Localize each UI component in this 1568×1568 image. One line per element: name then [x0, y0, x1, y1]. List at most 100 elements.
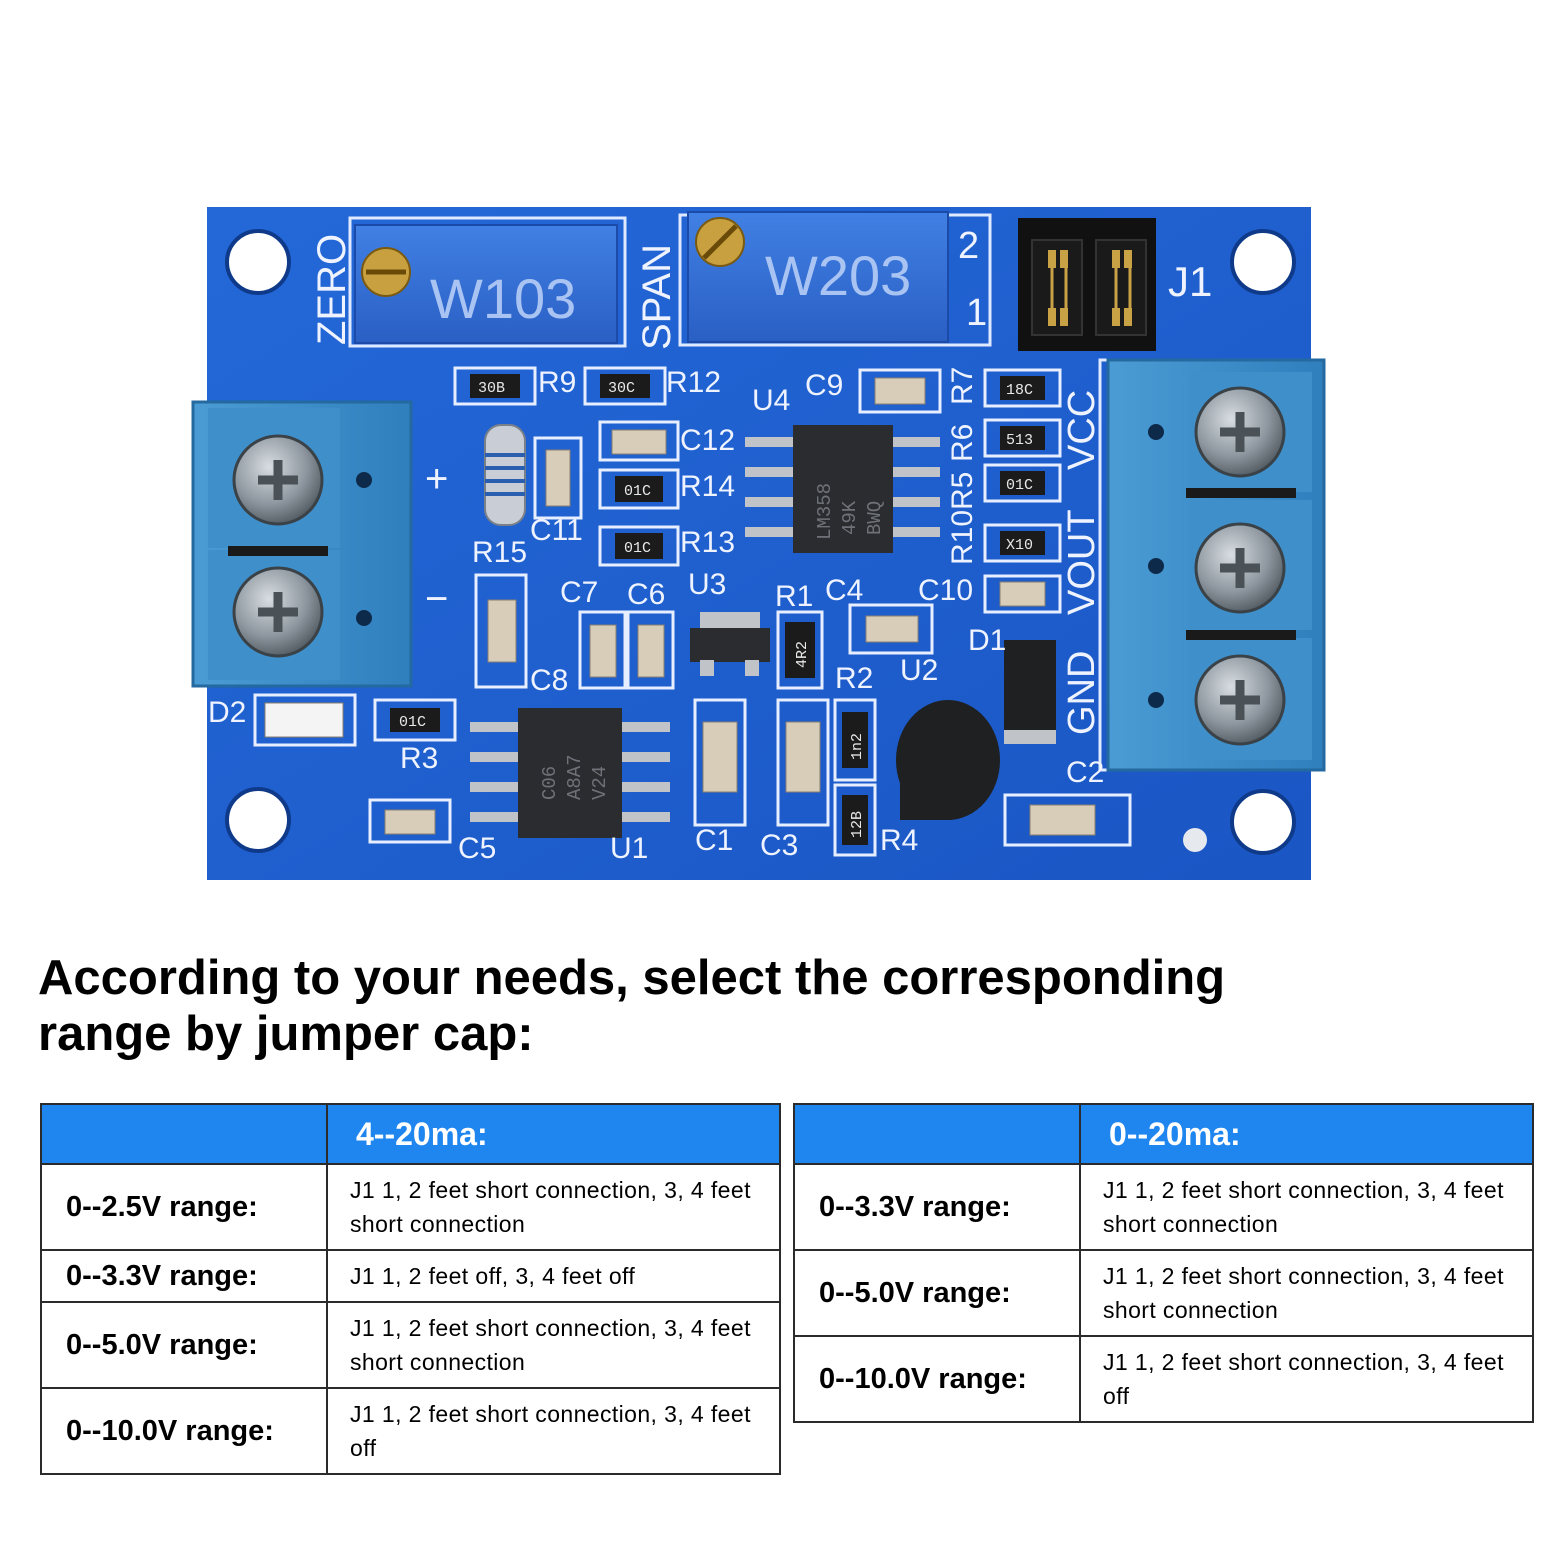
svg-text:C6: C6 — [627, 578, 665, 611]
range-label: 0--5.0V range: — [793, 1249, 1081, 1337]
svg-text:01C: 01C — [624, 483, 651, 500]
transistor-u3 — [690, 612, 770, 676]
table-row: 0--2.5V range: J1 1, 2 feet short connec… — [40, 1163, 781, 1251]
diode-d1 — [1004, 640, 1056, 744]
svg-text:C3: C3 — [760, 829, 798, 862]
svg-text:C8: C8 — [530, 664, 568, 697]
heading-line-1: According to your needs, select the corr… — [38, 951, 1226, 1005]
potentiometer-span: W203 — [687, 211, 949, 343]
svg-text:C10: C10 — [918, 574, 973, 607]
svg-text:30C: 30C — [608, 380, 635, 397]
svg-text:C7: C7 — [560, 576, 598, 609]
svg-text:D1: D1 — [968, 624, 1006, 657]
chip-u4: LM358 49K BWQ — [745, 425, 940, 553]
svg-text:U3: U3 — [688, 568, 726, 601]
span-label: SPAN — [635, 244, 679, 350]
pcb-board: W103 W203 ZERO SPAN 2 1 J1 — [191, 207, 1326, 880]
svg-text:C06: C06 — [539, 766, 561, 800]
j1-label: J1 — [1168, 258, 1212, 305]
table-row: 0--10.0V range: J1 1, 2 feet short conne… — [793, 1335, 1534, 1423]
svg-text:C12: C12 — [680, 424, 735, 457]
table-0-20ma: 0--20ma: 0--3.3V range: J1 1, 2 feet sho… — [793, 1103, 1534, 1423]
gnd-label: GND — [1061, 651, 1103, 735]
svg-text:V24: V24 — [589, 766, 611, 800]
minus-label: − — [425, 577, 448, 621]
svg-text:C5: C5 — [458, 832, 496, 865]
range-label: 0--5.0V range: — [40, 1301, 328, 1389]
jumper-setting: J1 1, 2 feet off, 3, 4 feet off — [326, 1249, 781, 1303]
svg-text:D2: D2 — [208, 696, 246, 729]
svg-text:R5: R5 — [946, 472, 979, 510]
jumper-header-j1 — [1018, 218, 1156, 351]
chip-u1: C06 A8A7 V24 — [470, 708, 670, 838]
vcc-label: VCC — [1061, 390, 1103, 470]
svg-text:LM358: LM358 — [814, 483, 836, 540]
svg-text:18C: 18C — [1006, 382, 1033, 399]
svg-text:R14: R14 — [680, 470, 735, 503]
header-empty-cell — [793, 1103, 1081, 1165]
svg-text:BWQ: BWQ — [864, 501, 886, 535]
table-row: 0--3.3V range: J1 1, 2 feet short connec… — [793, 1163, 1534, 1251]
svg-text:12B: 12B — [849, 811, 866, 838]
svg-text:U2: U2 — [900, 654, 938, 687]
pot1-label: W103 — [430, 267, 576, 330]
header-0-20ma: 0--20ma: — [1079, 1103, 1534, 1165]
range-label: 0--3.3V range: — [40, 1249, 328, 1303]
svg-text:4R2: 4R2 — [794, 641, 811, 668]
table-row: 0--5.0V range: J1 1, 2 feet short connec… — [793, 1249, 1534, 1337]
jumper-setting: J1 1, 2 feet short connection, 3, 4 feet… — [1079, 1335, 1534, 1423]
jumper-setting: J1 1, 2 feet short connection, 3, 4 feet… — [326, 1387, 781, 1475]
header-empty-cell — [40, 1103, 328, 1165]
table-row: 0--5.0V range: J1 1, 2 feet short connec… — [40, 1301, 781, 1389]
reference-designators: R9 R12 U4 C9 R7 C12 R14 R13 R6 R5 R10 C1… — [208, 366, 1104, 865]
svg-text:30B: 30B — [478, 380, 505, 397]
smd-components: 30B 30C 18C 513 01C X10 01C 01C 01C 4R2 … — [253, 366, 1132, 857]
svg-text:C1: C1 — [695, 824, 733, 857]
page-heading: According to your needs, select the corr… — [38, 950, 1518, 1062]
jumper-setting: J1 1, 2 feet short connection, 3, 4 feet… — [326, 1301, 781, 1389]
svg-text:R1: R1 — [775, 580, 813, 613]
jumper-setting: J1 1, 2 feet short connection, 3, 4 feet… — [326, 1163, 781, 1251]
table-header-row: 4--20ma: — [40, 1103, 781, 1165]
regulator-u2 — [896, 700, 1000, 820]
svg-text:R15: R15 — [472, 536, 527, 569]
svg-text:C9: C9 — [805, 369, 843, 402]
svg-text:A8A7: A8A7 — [564, 754, 586, 800]
range-label: 0--10.0V range: — [793, 1335, 1081, 1423]
pot2-label: W203 — [765, 244, 911, 307]
svg-text:R9: R9 — [538, 366, 576, 399]
pin1-label: 1 — [966, 292, 987, 334]
input-terminal-block — [191, 400, 413, 688]
output-terminal-block — [1106, 358, 1326, 772]
vout-label: VOUT — [1061, 509, 1103, 615]
table-row: 0--3.3V range: J1 1, 2 feet off, 3, 4 fe… — [40, 1249, 781, 1303]
svg-text:R7: R7 — [946, 367, 979, 405]
header-4-20ma: 4--20ma: — [326, 1103, 781, 1165]
svg-text:49K: 49K — [839, 500, 861, 535]
range-label: 0--3.3V range: — [793, 1163, 1081, 1251]
svg-text:C2: C2 — [1066, 756, 1104, 789]
svg-text:U4: U4 — [752, 384, 790, 417]
svg-text:C11: C11 — [530, 514, 583, 547]
potentiometer-zero: W103 — [354, 224, 618, 344]
svg-text:1n2: 1n2 — [849, 733, 866, 760]
jumper-setting: J1 1, 2 feet short connection, 3, 4 feet… — [1079, 1249, 1534, 1337]
svg-text:R3: R3 — [400, 742, 438, 775]
svg-text:513: 513 — [1006, 432, 1033, 449]
svg-text:01C: 01C — [624, 540, 651, 557]
svg-text:C4: C4 — [825, 574, 863, 607]
product-photo: W103 W203 ZERO SPAN 2 1 J1 — [191, 207, 1326, 880]
svg-text:01C: 01C — [399, 714, 426, 731]
svg-text:R10: R10 — [946, 510, 979, 565]
mounting-holes — [225, 229, 1296, 855]
range-label: 0--10.0V range: — [40, 1387, 328, 1475]
svg-text:R6: R6 — [946, 424, 979, 462]
svg-text:R12: R12 — [666, 366, 721, 399]
svg-text:X10: X10 — [1006, 537, 1033, 554]
plus-label: + — [425, 457, 448, 501]
range-label: 0--2.5V range: — [40, 1163, 328, 1251]
svg-text:01C: 01C — [1006, 477, 1033, 494]
heading-line-2: range by jumper cap: — [38, 1007, 534, 1061]
svg-text:U1: U1 — [610, 832, 648, 865]
zero-label: ZERO — [310, 234, 354, 345]
